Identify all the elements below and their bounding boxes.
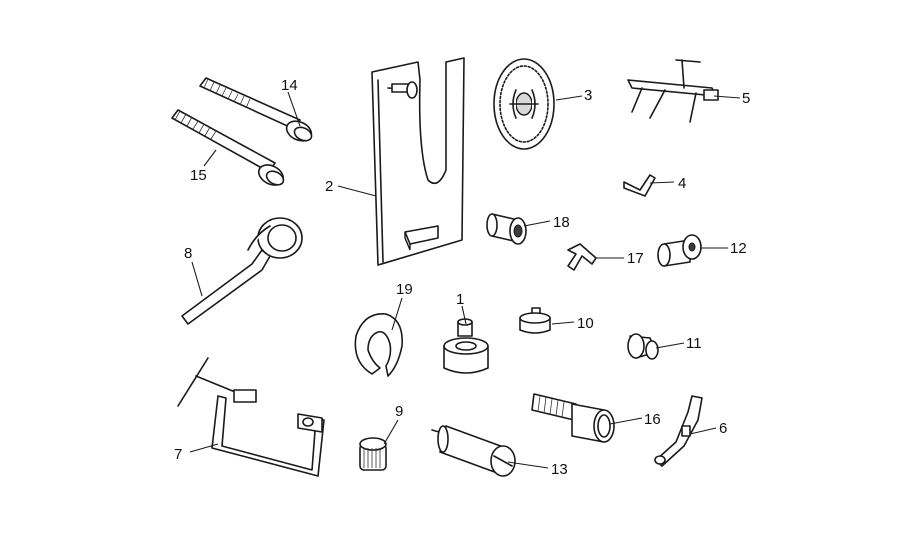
callout-12: 12 (730, 240, 747, 257)
callout-7: 7 (174, 446, 182, 463)
callout-10: 10 (577, 315, 594, 332)
part-9-gear (359, 437, 387, 471)
callout-8: 8 (184, 245, 192, 262)
callout-3: 3 (584, 87, 592, 104)
part-12-plug (657, 234, 702, 267)
part-5-prong-puller (627, 59, 719, 123)
part-11-bushing (627, 333, 659, 360)
callout-14: 14 (281, 77, 298, 94)
callout-19: 19 (396, 281, 413, 298)
callout-11: 11 (686, 335, 702, 352)
callout-2: 2 (325, 178, 333, 195)
part-7-clamp-tool (177, 357, 325, 477)
callout-4: 4 (678, 175, 686, 192)
part-13-slotted-cylinder (431, 425, 516, 477)
callout-18: 18 (553, 214, 570, 231)
part-14-long-bolt (199, 77, 313, 142)
part-17-clip (567, 243, 597, 271)
callout-13: 13 (551, 461, 568, 478)
callout-5: 5 (742, 90, 750, 107)
leader-lines (189, 91, 741, 469)
part-16-threaded-sleeve (531, 393, 615, 443)
part-8-spanner-wrench (181, 217, 303, 325)
part-3-degree-wheel (493, 58, 555, 150)
part-10-cap (519, 307, 551, 334)
callout-1: 1 (456, 291, 464, 308)
part-18-sleeve (486, 213, 527, 245)
part-6-lever (654, 395, 703, 467)
part-2-holder-plate (371, 57, 465, 266)
callout-15: 15 (190, 167, 207, 184)
callout-16: 16 (644, 411, 661, 428)
callout-6: 6 (719, 420, 727, 437)
part-15-long-bolt (171, 109, 285, 186)
callout-17: 17 (627, 250, 644, 267)
part-1-cylinder-tool (443, 318, 489, 374)
part-4-bracket (623, 174, 656, 197)
callout-9: 9 (395, 403, 403, 420)
part-19-snap-ring (354, 313, 403, 377)
